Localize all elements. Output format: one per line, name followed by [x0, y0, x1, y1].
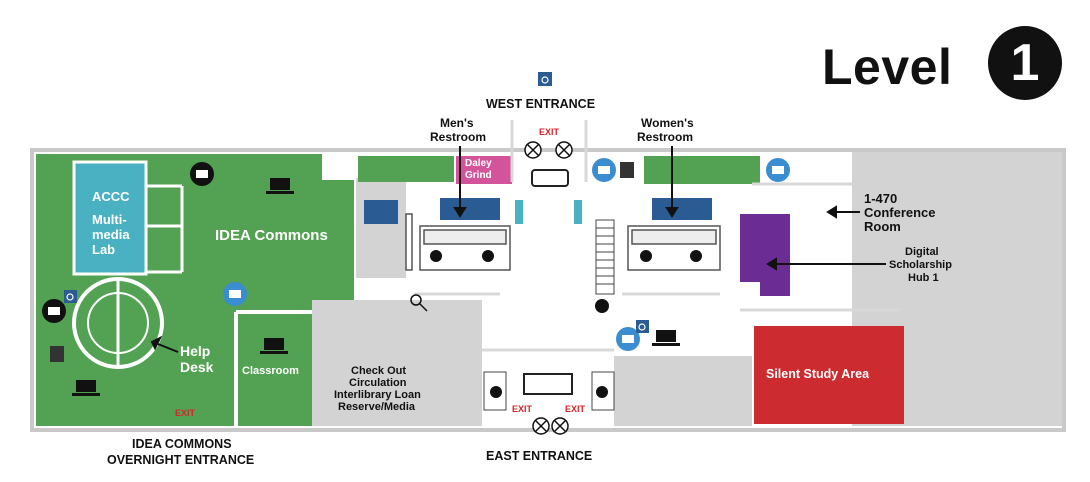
- accc-label-3: media: [92, 227, 130, 242]
- exit-sign-idea: EXIT: [175, 408, 196, 418]
- digital-scholarship-area: [740, 214, 790, 296]
- copier-icon: [50, 346, 64, 362]
- idea-overnight-entrance-label-2: OVERNIGHT ENTRANCE: [107, 453, 255, 467]
- womens-restroom-label-2: Restroom: [637, 130, 694, 144]
- computer-icon: [266, 178, 294, 194]
- navy-block-1: [364, 200, 398, 224]
- mens-restroom-label-1: Men's: [440, 116, 474, 130]
- exit-sign-west: EXIT: [539, 127, 560, 137]
- mens-restroom-label-2: Restroom: [430, 130, 487, 144]
- printer-icon: [223, 282, 247, 306]
- exit-sign-east-left: EXIT: [512, 404, 533, 414]
- printer-icon: [592, 158, 616, 182]
- digital-scholarship-label-2: Scholarship: [889, 259, 952, 271]
- checkout-label-3: Interlibrary Loan: [334, 389, 421, 401]
- magnifier-icon: [410, 294, 428, 312]
- wheelchair-icon: [64, 290, 77, 303]
- east-entrance-label: EAST ENTRANCE: [486, 449, 593, 463]
- mens-stalls: [405, 213, 511, 271]
- womens-restroom-label-1: Women's: [641, 116, 694, 130]
- computer-icon: [652, 330, 680, 346]
- exit-sign-east-right: EXIT: [565, 404, 586, 414]
- checkout-label-1: Check Out: [351, 365, 407, 377]
- wheelchair-icon: [538, 72, 552, 86]
- silent-study-label: Silent Study Area: [766, 367, 870, 381]
- conference-room-label-2: Conference: [864, 205, 936, 220]
- idea-overnight-entrance-label-1: IDEA COMMONS: [132, 437, 232, 451]
- daley-grind-area: [456, 156, 512, 184]
- west-doors: [524, 141, 573, 159]
- computer-icon: [260, 338, 288, 354]
- gray-area-east-right: [614, 356, 752, 426]
- green-strip-left: [358, 156, 454, 182]
- west-entrance-label: WEST ENTRANCE: [486, 97, 596, 111]
- east-elevator: [523, 373, 573, 395]
- silent-study-area: [754, 326, 904, 424]
- west-elevator: [531, 169, 569, 187]
- printer-icon: [766, 158, 790, 182]
- accc-label-1: ACCC: [92, 189, 130, 204]
- accc-label-4: Lab: [92, 242, 116, 257]
- mens-restroom-block: [440, 198, 500, 220]
- gray-area-left-inner: [356, 178, 406, 278]
- conference-room-label-1: 1-470: [864, 191, 898, 206]
- copier-icon: [620, 162, 634, 178]
- digital-scholarship-label-1: Digital: [905, 246, 939, 258]
- help-desk-label-2: Desk: [180, 359, 214, 375]
- level-title: Level: [822, 39, 953, 95]
- classroom-label: Classroom: [242, 365, 299, 377]
- womens-stalls: [627, 225, 721, 271]
- accc-lab-area: [72, 160, 148, 276]
- checkout-label-4: Reserve/Media: [338, 401, 416, 413]
- womens-restroom-block: [652, 198, 712, 220]
- idea-commons-label: IDEA Commons: [215, 227, 328, 244]
- stairs: [595, 219, 615, 295]
- conference-room-label-3: Room: [864, 219, 901, 234]
- help-desk-label-1: Help: [180, 343, 211, 359]
- computer-icon: [72, 380, 100, 396]
- level-number-badge: 1: [988, 26, 1062, 100]
- wheelchair-icon: [636, 320, 649, 333]
- elevator-icon: [430, 250, 702, 398]
- checkout-label-2: Circulation: [349, 377, 407, 389]
- digital-scholarship-label-3: Hub 1: [908, 272, 939, 284]
- accc-label-2: Multi-: [92, 212, 127, 227]
- printer-icon: [42, 299, 66, 323]
- printer-icon: [616, 327, 640, 351]
- printer-icon: [190, 162, 214, 186]
- green-strip-right: [644, 156, 760, 184]
- east-doors: [532, 417, 569, 435]
- gray-area-circulation: [312, 300, 482, 426]
- daley-grind-label-2: Grind: [465, 170, 492, 181]
- daley-grind-label-1: Daley: [465, 158, 492, 169]
